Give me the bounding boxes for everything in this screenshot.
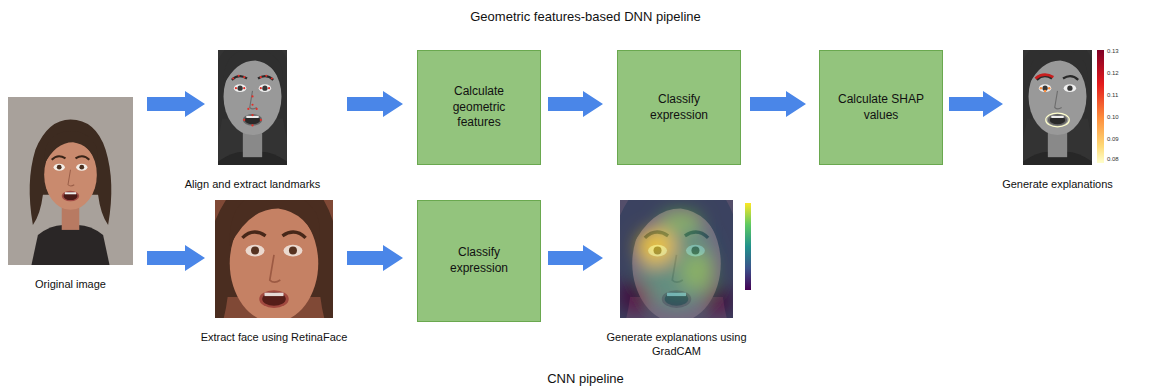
block-arrow [548, 91, 603, 117]
image-node: Generate explanations using GradCAM [620, 200, 733, 318]
diagram-title: Geometric features-based DNN pipeline [0, 9, 1171, 24]
image-caption: Generate explanations using GradCAM [582, 330, 772, 359]
shap-highlight [1035, 75, 1053, 79]
image-node: Align and extract landmarks [218, 50, 287, 165]
aligned-face [184, 8, 322, 201]
image-caption: Original image [35, 277, 106, 291]
colorbar-tick: 0.12 [1107, 70, 1119, 77]
colorbar-tick: 0.13 [1107, 48, 1119, 55]
process-box: Calculate SHAP values [819, 50, 943, 165]
colorbar-tick: 0.11 [1107, 92, 1118, 99]
block-arrow [548, 245, 603, 271]
photo [0, 32, 196, 333]
image-caption: Extract face using RetinaFace [201, 330, 348, 344]
process-box: Calculate geometric features [417, 50, 541, 165]
colorbar [745, 203, 751, 290]
block-arrow [147, 91, 205, 117]
landmark-dots [232, 75, 273, 127]
image-node: Extract face using RetinaFace [215, 200, 333, 318]
box-label: Classify expression [434, 245, 524, 276]
colorbar-tick: 0.10 [1107, 114, 1119, 121]
gradcam-face [571, 128, 782, 392]
photo-background [184, 8, 322, 201]
box-label: Calculate geometric features [434, 84, 524, 131]
face-figure [208, 36, 298, 202]
process-box: Classify expression [417, 200, 541, 322]
image-caption: Generate explanations [1002, 177, 1113, 191]
block-arrow [347, 245, 403, 271]
heatmap [571, 128, 782, 392]
shap-highlight [1046, 113, 1069, 127]
photo-background [989, 8, 1127, 201]
face-figure [30, 120, 112, 270]
diagram-caption: CNN pipeline [0, 371, 1171, 386]
photo-background [0, 32, 196, 333]
box-label: Calculate SHAP values [836, 92, 926, 123]
colorbar-tick: 0.09 [1107, 136, 1119, 143]
shap-dots [1040, 87, 1051, 92]
shap-face [989, 8, 1127, 201]
face-figure [1013, 36, 1103, 202]
block-arrow [750, 91, 806, 117]
block-arrow [949, 91, 1003, 117]
block-arrow [147, 245, 205, 271]
image-node: Generate explanations [1023, 50, 1092, 165]
process-box: Classify expression [617, 50, 741, 165]
box-label: Classify expression [634, 92, 724, 123]
photo-node: Original image [8, 97, 133, 265]
block-arrow [347, 91, 403, 117]
colorbar [1097, 50, 1104, 163]
image-caption: Align and extract landmarks [185, 177, 321, 191]
colorbar-tick: 0.08 [1107, 156, 1119, 163]
photo-background [571, 128, 782, 392]
